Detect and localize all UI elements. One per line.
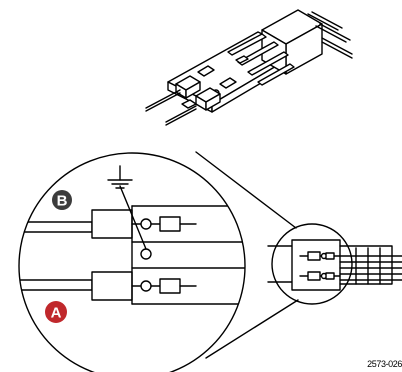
adapter-isometric-view bbox=[145, 9, 353, 126]
ground-via bbox=[140, 248, 152, 260]
callout-a: A bbox=[45, 301, 67, 323]
magnified-detail bbox=[18, 152, 246, 372]
figure-id: 2573-026 bbox=[367, 359, 402, 369]
callout-b-label: B bbox=[57, 193, 68, 210]
adapter-top-view-small bbox=[267, 239, 402, 291]
callout-b: B bbox=[52, 190, 72, 210]
detail-circle-large bbox=[18, 152, 246, 372]
callout-b-badge bbox=[52, 190, 72, 210]
detail-circle-small bbox=[271, 223, 353, 305]
zoom-cone bbox=[195, 151, 299, 359]
callout-a-label: A bbox=[51, 305, 62, 322]
callout-a-badge bbox=[45, 301, 67, 323]
ground-symbol-icon bbox=[107, 165, 133, 189]
